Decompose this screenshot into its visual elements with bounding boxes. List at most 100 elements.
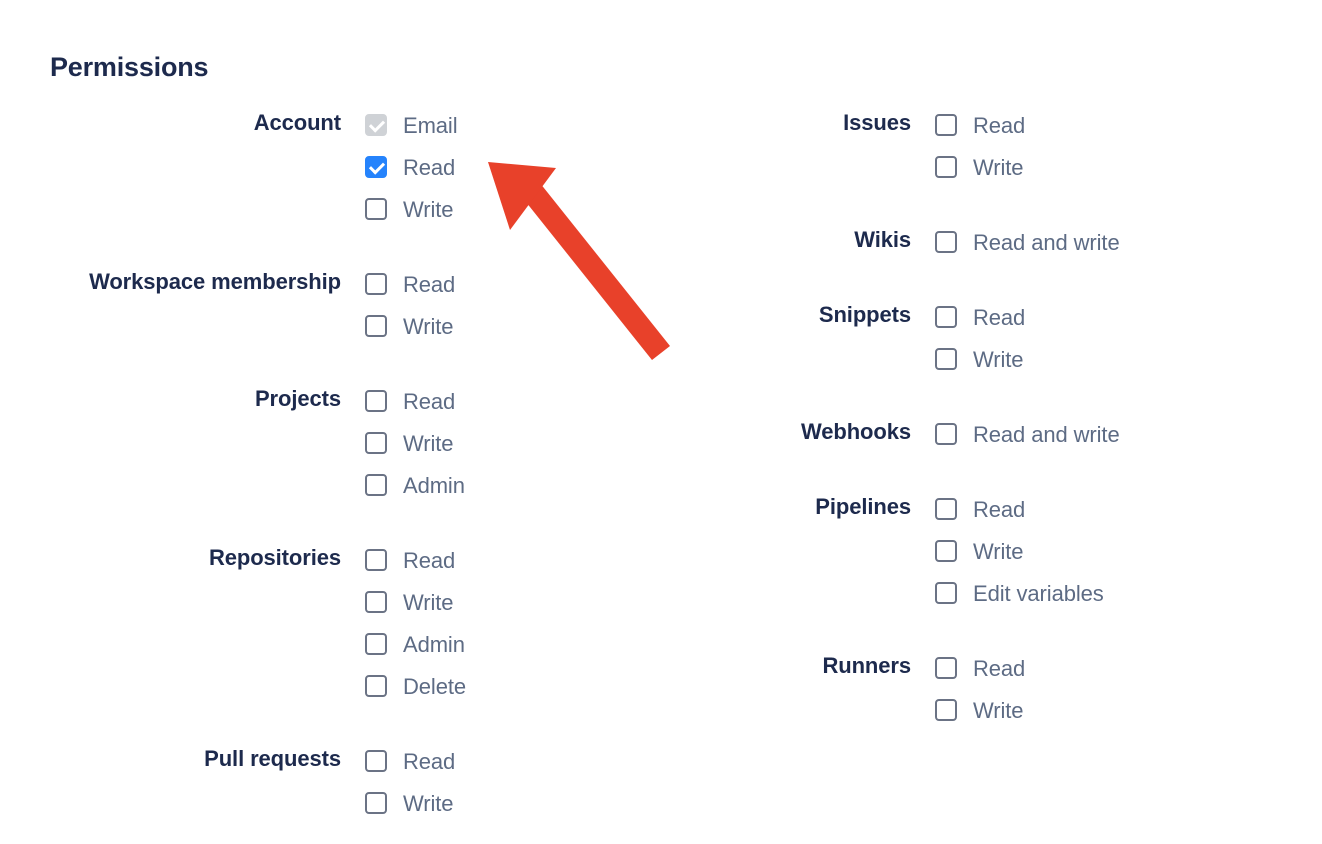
group-label: Account	[253, 110, 341, 135]
permission-option-row[interactable]: Write	[365, 581, 560, 623]
checkbox-read[interactable]	[935, 114, 957, 136]
permission-option-row[interactable]: Admin	[365, 464, 560, 506]
option-label: Read	[403, 154, 456, 180]
checkbox-write[interactable]	[935, 348, 957, 370]
group-label: Projects	[254, 386, 341, 411]
permission-option-row[interactable]: Write	[935, 146, 1200, 188]
checkbox-write[interactable]	[365, 792, 387, 814]
checkbox-read-and-write[interactable]	[935, 231, 957, 253]
option-label: Read	[973, 304, 1026, 330]
permission-option-row[interactable]: Admin	[365, 623, 560, 665]
group-label: Pull requests	[204, 746, 341, 771]
group-label: Repositories	[208, 545, 341, 570]
option-label: Email	[403, 112, 458, 138]
check-tick-icon	[368, 116, 386, 133]
checkbox-write[interactable]	[935, 156, 957, 178]
option-label: Write	[973, 538, 1024, 564]
option-label: Write	[403, 196, 454, 222]
checkbox-delete[interactable]	[365, 675, 387, 697]
permission-option-row[interactable]: Read and write	[935, 221, 1200, 263]
option-label: Read and write	[973, 421, 1120, 447]
option-label: Delete	[403, 673, 466, 699]
option-label: Write	[403, 790, 454, 816]
permission-option-row[interactable]: Write	[935, 689, 1200, 731]
permission-group: Wikis Read and write	[640, 220, 1200, 263]
checkbox-read[interactable]	[935, 657, 957, 679]
checkbox-edit-variables[interactable]	[935, 582, 957, 604]
checkbox-admin[interactable]	[365, 633, 387, 655]
group-options: Read and write	[935, 412, 1200, 455]
permission-option-row[interactable]: Read	[365, 146, 560, 188]
checkbox-write[interactable]	[365, 591, 387, 613]
checkbox-read[interactable]	[365, 273, 387, 295]
permission-option-row[interactable]: Delete	[365, 665, 560, 707]
permission-option-row[interactable]: Read	[935, 647, 1200, 689]
permission-option-row[interactable]: Read	[935, 104, 1200, 146]
option-label: Edit variables	[973, 580, 1104, 606]
option-label: Read and write	[973, 229, 1120, 255]
group-label: Snippets	[818, 302, 911, 327]
permission-option-row[interactable]: Write	[935, 338, 1200, 380]
checkbox-write[interactable]	[365, 432, 387, 454]
checkbox-write[interactable]	[935, 699, 957, 721]
option-label: Read	[403, 748, 456, 774]
permission-option-row[interactable]: Write	[935, 530, 1200, 572]
checkbox-write[interactable]	[365, 315, 387, 337]
checkbox-read[interactable]	[935, 498, 957, 520]
permission-option-row[interactable]: Read	[365, 539, 560, 581]
option-label: Read	[403, 388, 456, 414]
permission-option-row[interactable]: Write	[365, 305, 560, 347]
option-label: Write	[403, 589, 454, 615]
option-label: Read	[973, 655, 1026, 681]
option-label: Read	[403, 271, 456, 297]
checkbox-read[interactable]	[935, 306, 957, 328]
group-label: Pipelines	[815, 494, 911, 519]
option-label: Write	[403, 430, 454, 456]
permission-option-row[interactable]: Read and write	[935, 413, 1200, 455]
checkbox-read[interactable]	[365, 750, 387, 772]
checkbox-read[interactable]	[365, 549, 387, 571]
permission-option-row[interactable]: Read	[365, 380, 560, 422]
permission-option-row[interactable]: Read	[935, 488, 1200, 530]
group-label: Workspace membership	[89, 269, 341, 294]
page-title: Permissions	[50, 52, 209, 82]
permission-option-row[interactable]: Read	[935, 296, 1200, 338]
option-label: Write	[973, 697, 1024, 723]
checkbox-admin[interactable]	[365, 474, 387, 496]
option-label: Read	[403, 547, 456, 573]
checkbox-read[interactable]	[365, 390, 387, 412]
checkbox-read-and-write[interactable]	[935, 423, 957, 445]
permission-option-row[interactable]: Write	[365, 422, 560, 464]
permission-option-row[interactable]: Write	[365, 188, 560, 230]
permission-option-row: Email	[365, 104, 560, 146]
checkbox-read[interactable]	[365, 156, 387, 178]
option-label: Write	[973, 346, 1024, 372]
option-label: Write	[973, 154, 1024, 180]
permission-option-row[interactable]: Read	[365, 740, 560, 782]
option-label: Admin	[403, 472, 465, 498]
option-label: Read	[973, 496, 1026, 522]
permission-option-row[interactable]: Read	[365, 263, 560, 305]
permission-option-row[interactable]: Edit variables	[935, 572, 1200, 614]
checkbox-write[interactable]	[935, 540, 957, 562]
checkbox-write[interactable]	[365, 198, 387, 220]
group-label: Wikis	[854, 227, 911, 252]
permission-option-row[interactable]: Write	[365, 782, 560, 824]
